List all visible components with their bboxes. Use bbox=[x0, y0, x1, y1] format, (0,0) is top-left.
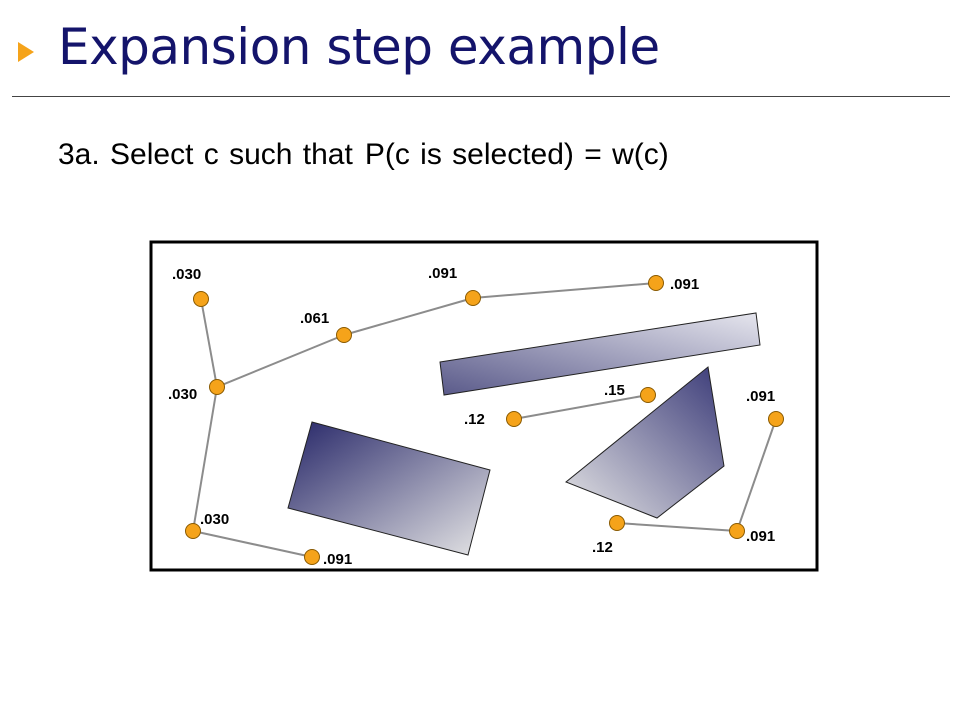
edge-n2-n5 bbox=[216, 334, 345, 388]
node-weight-label: .091 bbox=[428, 265, 457, 282]
edge-n11-n12 bbox=[616, 522, 738, 532]
node-weight-label: .030 bbox=[172, 266, 201, 283]
node-n7 bbox=[648, 275, 664, 291]
roadmap-nodes bbox=[185, 275, 784, 565]
node-n12 bbox=[609, 515, 625, 531]
node-weight-label: .030 bbox=[168, 386, 197, 403]
node-weight-label: .091 bbox=[746, 388, 775, 405]
obstacle-quadrilateral bbox=[565, 366, 725, 519]
node-n5 bbox=[336, 327, 352, 343]
node-weight-label: .061 bbox=[300, 310, 329, 327]
node-n1 bbox=[193, 291, 209, 307]
slide-title: Expansion step example bbox=[58, 18, 660, 76]
node-n11 bbox=[729, 523, 745, 539]
workspace-frame bbox=[149, 240, 819, 572]
title-divider bbox=[12, 96, 950, 97]
node-weight-label: .091 bbox=[323, 551, 352, 568]
bullet-triangle-icon bbox=[18, 42, 34, 62]
roadmap-labels: .030 .030 .030 .091 .061 .091 .091 .12 .15 .091 .0… bbox=[168, 265, 775, 568]
node-weight-label: .12 bbox=[464, 411, 485, 428]
roadmap-edges bbox=[192, 282, 777, 558]
edge-n10-n11 bbox=[736, 418, 777, 532]
slide-subtitle: 3a. Select c such that P(c is selected) =… bbox=[58, 138, 669, 172]
edge-n1-n2 bbox=[200, 298, 218, 388]
node-n3 bbox=[185, 523, 201, 539]
node-n4 bbox=[304, 549, 320, 565]
node-weight-label: .12 bbox=[592, 539, 613, 556]
edge-n3-n4 bbox=[192, 530, 313, 558]
subtitle-part-2: P(c is selected) = w(c) bbox=[364, 138, 669, 171]
node-weight-label: .030 bbox=[200, 511, 229, 528]
subtitle-part-1: 3a. Select c such that bbox=[58, 138, 353, 171]
obstacle-rectangle bbox=[287, 421, 491, 556]
obstacles bbox=[287, 312, 761, 556]
node-weight-label: .15 bbox=[604, 382, 625, 399]
node-weight-label: .091 bbox=[746, 528, 775, 545]
node-weight-label: .091 bbox=[670, 276, 699, 293]
node-n6 bbox=[465, 290, 481, 306]
edge-n8-n9 bbox=[513, 394, 649, 420]
node-n2 bbox=[209, 379, 225, 395]
edge-n6-n7 bbox=[472, 282, 657, 299]
edge-n5-n6 bbox=[343, 297, 474, 336]
edge-n2-n3 bbox=[192, 386, 218, 532]
node-n9 bbox=[640, 387, 656, 403]
node-n10 bbox=[768, 411, 784, 427]
obstacle-bar bbox=[439, 312, 761, 396]
node-n8 bbox=[506, 411, 522, 427]
title-row: Expansion step example bbox=[0, 0, 960, 96]
